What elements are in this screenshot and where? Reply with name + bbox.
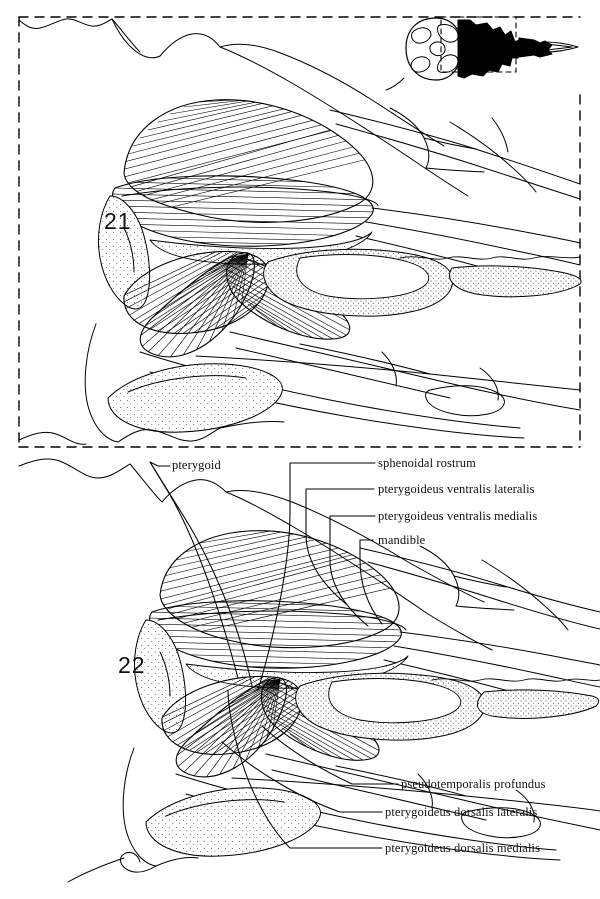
leader-mandible	[359, 539, 383, 625]
leader-pv-lateralis	[305, 488, 375, 605]
leader-sphenoidal-rostrum	[257, 462, 376, 691]
leader-pterygoid	[149, 461, 253, 687]
label-pterygoideus-ventralis-medialis: pterygoideus ventralis medialis	[378, 509, 538, 523]
label-pterygoideus-dorsalis-medialis: pterygoideus dorsalis medialis	[385, 841, 541, 855]
leader-lines	[149, 461, 399, 849]
figure-number-22: 22	[118, 652, 146, 678]
label-pterygoideus-dorsalis-lateralis: pterygoideus dorsalis lateralis	[385, 805, 538, 819]
figure-number-21: 21	[104, 208, 132, 234]
skull-inset	[385, 16, 579, 91]
inset-roi-box	[440, 16, 517, 73]
leader-pd-lateralis	[221, 741, 383, 813]
figure-21-artwork	[18, 18, 582, 445]
label-pterygoid: pterygoid	[172, 458, 221, 472]
label-pterygoideus-ventralis-lateralis: pterygoideus ventralis lateralis	[378, 482, 535, 496]
label-mandible: mandible	[378, 533, 426, 547]
label-sphenoidal-rostrum: sphenoidal rostrum	[378, 456, 476, 470]
leader-pv-medialis	[329, 515, 376, 627]
leader-pd-medialis	[227, 689, 383, 849]
label-pseudotemporalis-profundus: pseudotemporalis profundus	[401, 777, 546, 791]
leader-pseudotemporalis-profundus	[261, 725, 399, 785]
